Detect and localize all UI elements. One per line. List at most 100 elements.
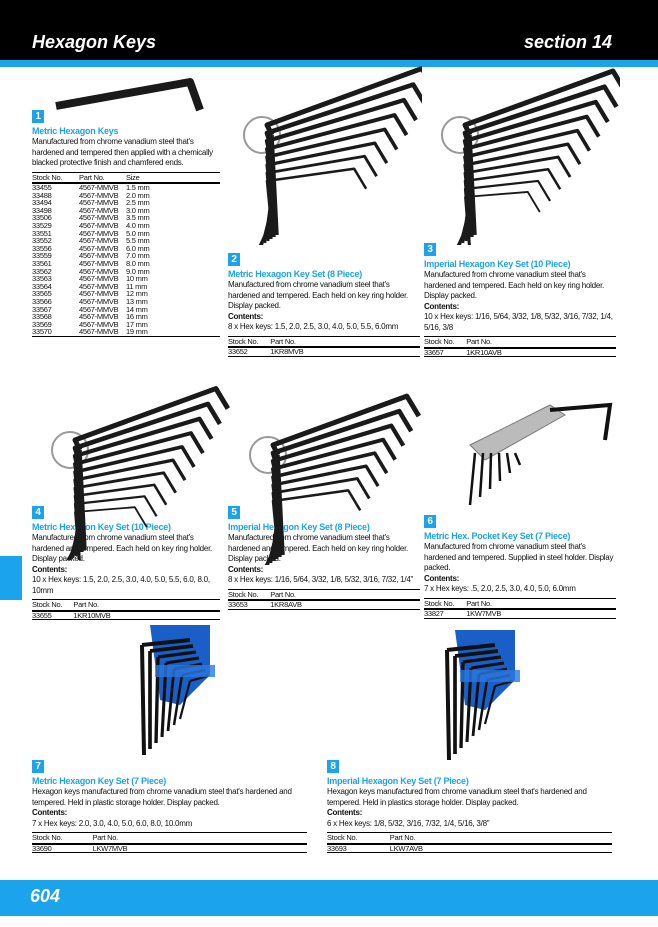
table-cell: 33568 <box>32 312 52 322</box>
table-cell: 4567-MMVB <box>79 251 119 261</box>
table-cell: 4567-MMVB <box>79 312 119 322</box>
column-header: Stock No. <box>228 589 259 599</box>
column-header: Part No. <box>79 172 105 182</box>
product-description: Manufactured from chrome vanadium steel … <box>32 137 213 167</box>
contents-text: 7 x Hex keys: .5, 2.0, 2.5, 3.0, 4.0, 5.… <box>424 584 576 593</box>
product-description: Hexagon keys manufactured from chrome va… <box>327 787 587 807</box>
table-cell: 33653 <box>228 600 248 609</box>
table-cell: 4567-MMVB <box>79 198 119 208</box>
table-cell: 33498 <box>32 205 52 215</box>
table-cell: 33567 <box>32 304 52 314</box>
table-cell: 33693 <box>327 843 347 853</box>
column-header: Stock No. <box>32 833 63 842</box>
table-cell: 33570 <box>32 327 52 337</box>
table-row: 33488 4567-MMVB 2.0 mm <box>32 190 220 200</box>
table-cell: 33690 <box>32 843 52 853</box>
column-header: Part No. <box>270 336 296 346</box>
hex-key-set-image <box>249 393 422 565</box>
table-cell: 2.0 mm <box>126 190 150 200</box>
item-number-badge: 5 <box>228 506 240 519</box>
table-cell: LKW7AVB <box>389 843 423 853</box>
table-cell: 4567-MMVB <box>79 236 119 246</box>
table-cell: 33566 <box>32 296 52 306</box>
product-table: Stock No. Part No. 33693 LKW7AVB <box>327 832 612 854</box>
table-cell: 5.0 mm <box>126 228 150 238</box>
product-title: Metric Hexagon Key Set (8 Piece) <box>228 269 363 279</box>
item-number-badge: 1 <box>32 110 44 123</box>
column-header: Stock No. <box>327 833 358 842</box>
table-cell: 2.5 mm <box>126 198 150 208</box>
table-cell: 4.0 mm <box>126 220 150 230</box>
product-description: Manufactured from chrome vanadium steel … <box>424 542 614 572</box>
product-description: Manufactured from chrome vanadium steel … <box>32 533 213 563</box>
product-title: Imperial Hexagon Key Set (8 Piece) <box>228 522 370 532</box>
table-cell: 33488 <box>32 190 52 200</box>
table-cell: 33455 <box>32 183 52 192</box>
table-cell: 33551 <box>32 228 52 238</box>
contents-label: Contents: <box>32 808 68 817</box>
table-cell: 4567-MMVB <box>79 258 119 268</box>
item-number-badge: 8 <box>327 760 339 773</box>
column-header: Part No. <box>270 589 296 599</box>
table-cell: 33559 <box>32 251 52 261</box>
contents-text: 8 x Hex keys: 1.5, 2.0, 2.5, 3.0, 4.0, 5… <box>228 322 399 331</box>
table-cell: 4567-MMVB <box>79 190 119 200</box>
hex-key-set-image <box>51 386 230 560</box>
table-cell: 4567-MMVB <box>79 243 119 253</box>
table-cell: 1KR8MVB <box>270 347 304 356</box>
column-header: Part No. <box>466 337 492 346</box>
column-header: Size <box>126 172 140 182</box>
table-cell: 4567-MMVB <box>79 296 119 306</box>
footer-bar <box>0 880 658 916</box>
product-section-6: 6 Metric Hex. Pocket Key Set (7 Piece) M… <box>424 515 616 619</box>
table-cell: 8.0 mm <box>126 258 150 268</box>
table-cell: 9.0 mm <box>126 266 150 276</box>
side-tab <box>0 556 22 600</box>
product-description: Manufactured from chrome vanadium steel … <box>228 533 409 563</box>
table-cell: 10 mm <box>126 274 148 284</box>
section-label: section 14 <box>523 32 612 52</box>
product-section-3: 3 Imperial Hexagon Key Set (10 Piece) Ma… <box>424 243 616 358</box>
table-cell: 17 mm <box>126 319 148 329</box>
header-stripe <box>0 60 658 67</box>
hex-key-image <box>55 78 204 112</box>
table-cell: 11 mm <box>126 281 148 291</box>
table-cell: 4567-MMVB <box>79 183 119 192</box>
contents-label: Contents: <box>32 564 68 574</box>
table-cell: 33655 <box>32 610 52 620</box>
table-cell: 3.0 mm <box>126 205 150 215</box>
table-cell: 19 mm <box>126 327 148 337</box>
product-section-2: 2 Metric Hexagon Key Set (8 Piece) Manuf… <box>228 253 420 357</box>
table-cell: 1KW7MVB <box>466 609 502 618</box>
contents-text: 7 x Hex keys: 2.0, 3.0, 4.0, 5.0, 6.0, 8… <box>32 818 193 828</box>
item-number-badge: 3 <box>424 243 436 256</box>
column-header: Part No. <box>389 833 416 842</box>
column-header: Stock No. <box>228 336 259 346</box>
product-description: Hexagon keys manufactured from chrome va… <box>32 787 292 807</box>
table-cell: 4567-MMVB <box>79 266 119 276</box>
table-cell: 33652 <box>228 347 248 356</box>
product-title: Imperial Hexagon Key Set (10 Piece) <box>424 259 571 269</box>
contents-text: 8 x Hex keys: 1/16, 5/64, 3/32, 1/8, 5/3… <box>228 575 414 584</box>
table-cell: 1KR10MVB <box>73 610 111 620</box>
table-cell: 33552 <box>32 236 52 246</box>
